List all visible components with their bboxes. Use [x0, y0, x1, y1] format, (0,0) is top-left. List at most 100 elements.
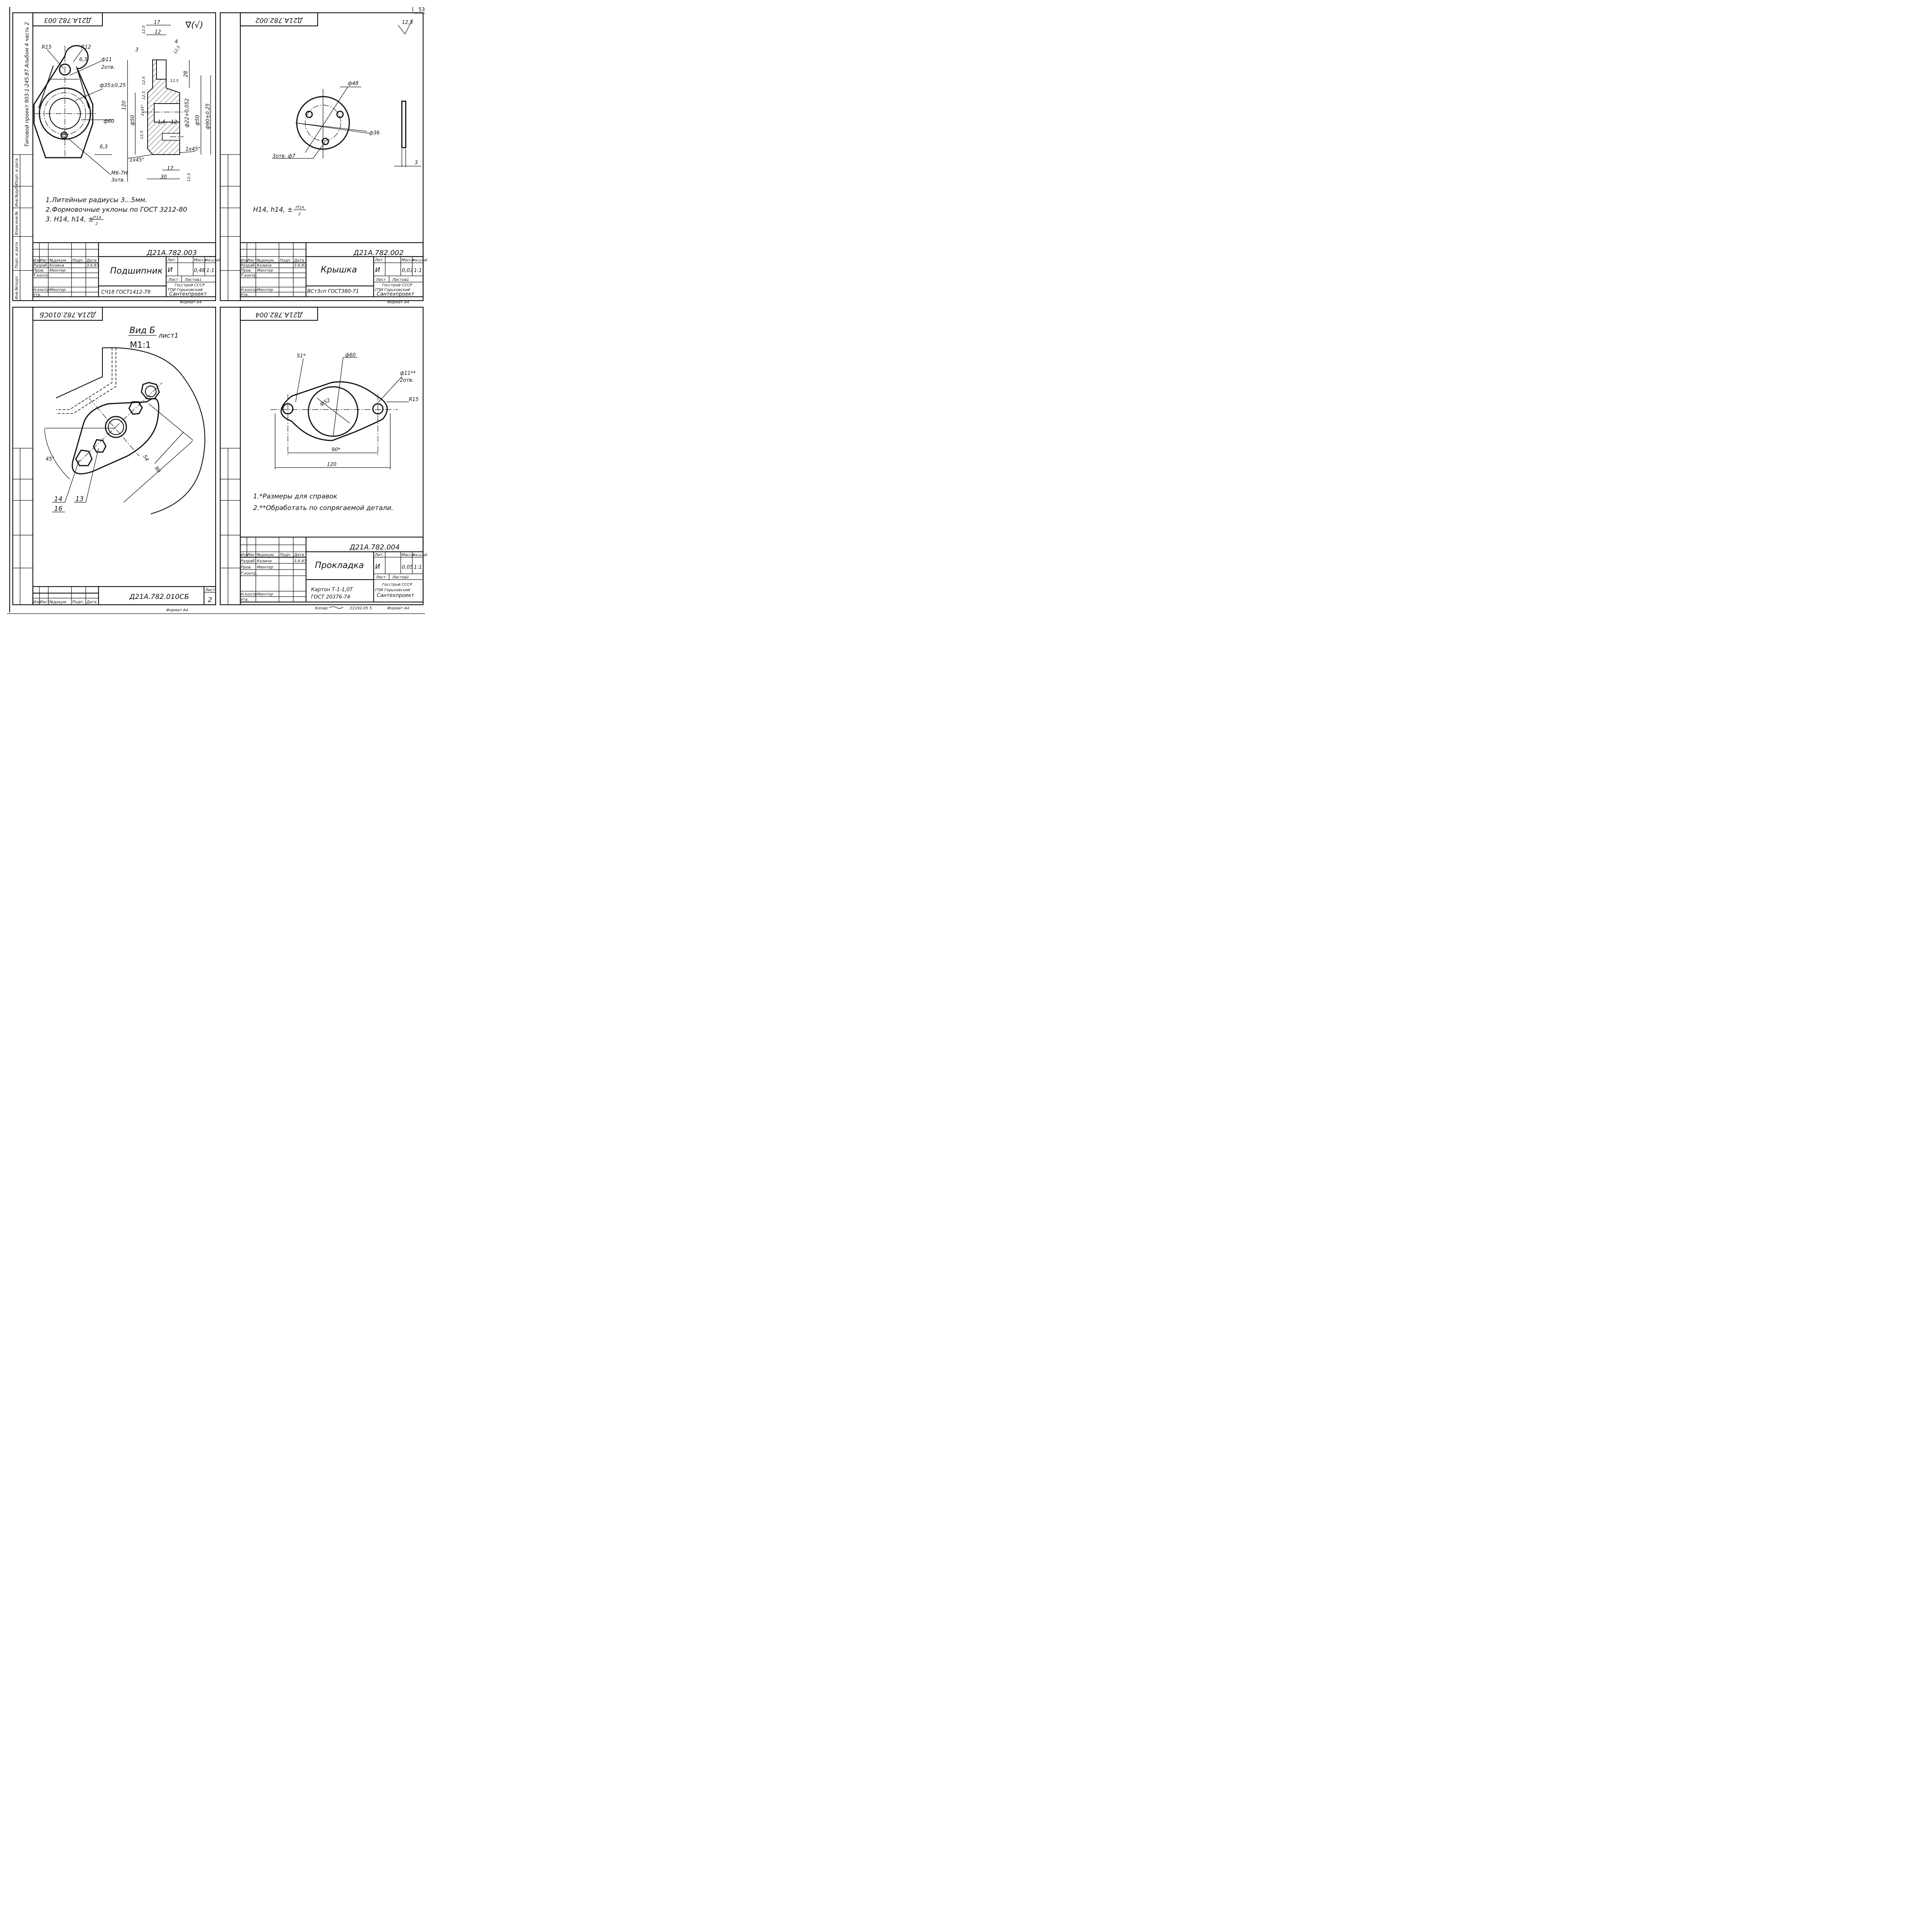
format-label: Формат А4 [180, 300, 202, 304]
note-line: 1.Литейные радиусы 3...5мм. [46, 196, 147, 204]
tb-head: Масштаб [205, 259, 220, 262]
signer-role: Разраб. [33, 263, 48, 268]
dim-label: 16 [54, 505, 63, 513]
stamp-label: Инв.№дубл. [14, 183, 19, 207]
org-line: Сантехпроект [377, 291, 414, 297]
signer-role: Утв. [241, 293, 249, 297]
dim-label: 28 [183, 71, 189, 77]
dim-label: ф11 [101, 57, 112, 63]
signer-role: Н.контр. [241, 288, 258, 292]
dim-label: 12,5 [187, 173, 191, 182]
view-title: Вид Б [129, 326, 155, 335]
page-number: 53 [418, 7, 425, 13]
sheets-count: Листов1 [392, 575, 409, 580]
tb-head: Лит. [374, 258, 384, 262]
material: Картон Т-1-1,0Т [311, 587, 353, 593]
sign-date: 3.6.87 [87, 264, 99, 268]
title-block: Изм Лист №докум. Подп. Дата Разраб. Кози… [32, 242, 220, 298]
signer-name: Мюнтер [257, 565, 273, 570]
view-sheet: лист1 [158, 332, 179, 340]
tb-head: Масштаб [413, 259, 427, 262]
sheet-view-b: Д21А.782.010СБ Вид Б лист1 М1:1 [12, 306, 216, 612]
tb-head: Подп. [72, 600, 84, 604]
litera: И [168, 266, 173, 274]
sheet-cover: Д21А.782.002 12,5 [219, 12, 427, 304]
title-block: Изм Лист №докум. Подп. Дата Разраб. Кози… [240, 242, 427, 298]
format-label: Формат А4 [166, 608, 188, 612]
org-line: Госстрой СССР [175, 283, 205, 287]
tb-head: Лист [247, 553, 258, 557]
org-line: ГПИ Горьковский [168, 288, 203, 292]
dim-label: 90* [332, 447, 341, 453]
dim-label: ф50 [195, 115, 201, 126]
format-label: Формат А4 [387, 606, 409, 611]
signer-role: Н.контр. [241, 592, 258, 597]
dim-label: 1х45° [129, 157, 145, 163]
signer-role: Н.контр. [33, 288, 51, 292]
dim-label: 3 [135, 47, 138, 53]
dim-label: 17 [154, 20, 160, 26]
bearing-section-view [127, 25, 211, 182]
material: ГОСТ 20376-74 [311, 594, 350, 600]
dim-label: 45° [46, 456, 54, 462]
note-line: 2.**Обработать по сопрягаемой детали. [253, 504, 393, 512]
signer-name: Мюнтер [49, 288, 66, 292]
stamp-label: Взам.инв.№ [15, 211, 19, 235]
sheet-code-rotated: Д21А.782.002 [255, 16, 303, 24]
dim-label: 12 [171, 119, 177, 125]
tb-head: №докум. [257, 553, 275, 557]
signer-name: Козина [257, 264, 272, 268]
side-stamp [220, 154, 240, 301]
sign-date: 3.6.87 [294, 559, 306, 563]
scale: 1:1 [414, 565, 422, 570]
material: СЧ18 ГОСТ1412-79 [101, 289, 150, 295]
tb-head: Изм [33, 600, 41, 604]
dim-label: ф52 [319, 397, 331, 407]
sheet-code-rotated: Д21А.782.004 [255, 311, 303, 318]
part-title: Крышка [321, 265, 357, 275]
doc-code: Д21А.782.004 [349, 543, 400, 551]
tb-head: Лит. [167, 258, 176, 262]
title-block-small: Изм Лист №докум. Подп. Дата Д21А.782.010… [32, 586, 216, 605]
note-fraction-top: IT14 [296, 206, 304, 210]
signer-role: Пров. [33, 269, 44, 273]
sign-date: 3.6.87 [294, 264, 306, 268]
stamp-label: Инв.№подл. [15, 275, 19, 299]
roughness-symbol: ∇(√) [185, 20, 203, 30]
sheet-label: Лист [376, 575, 386, 580]
gasket-plan-view [270, 357, 409, 469]
note-fraction-top: IT14 [93, 216, 101, 220]
signer-role: Разраб. [241, 559, 256, 563]
dim-label: 2отв. [101, 65, 115, 70]
dim-label: R12 [81, 44, 91, 50]
tb-head: Дата [294, 553, 304, 557]
tb-head: Изм [33, 259, 41, 263]
dim-label: ф22+0,052 [184, 98, 190, 128]
tb-head: Дата [86, 600, 97, 604]
tb-head: Подп. [280, 553, 291, 557]
signer-role: Пров. [241, 565, 252, 570]
stamp-label: Подп. и дата [15, 158, 19, 185]
dim-label: 12,5 [173, 45, 181, 55]
tb-head: Дата [86, 259, 97, 263]
tb-head: Лист [247, 259, 258, 263]
stamp-label: Подп. и дата [15, 242, 19, 269]
dim-label: ф35±0,25 [100, 83, 126, 88]
tb-head: Масштаб [413, 553, 427, 557]
dim-label: 2отв. [400, 378, 414, 383]
dim-label: 90 [153, 466, 162, 474]
tb-head: Масса [194, 258, 206, 262]
sheet-gasket: Д21А.782.004 S [219, 306, 427, 611]
tb-head: Лит. [374, 553, 384, 557]
dim-label: ф60 [345, 352, 356, 358]
part-title: Подшипник [110, 266, 163, 276]
note-line: Н14, h14, ± [253, 206, 293, 214]
org-line: Сантехпроект [169, 291, 207, 297]
sheet-code-rotated: Д21А.782.003 [44, 16, 92, 24]
dim-label: ф50 [130, 115, 136, 126]
tb-head: №докум. [49, 600, 67, 604]
dim-label: 13 [75, 495, 84, 503]
side-stamp [13, 448, 33, 605]
format-label: Формат А4 [387, 300, 409, 304]
roughness-value: 12,5 [402, 20, 413, 26]
